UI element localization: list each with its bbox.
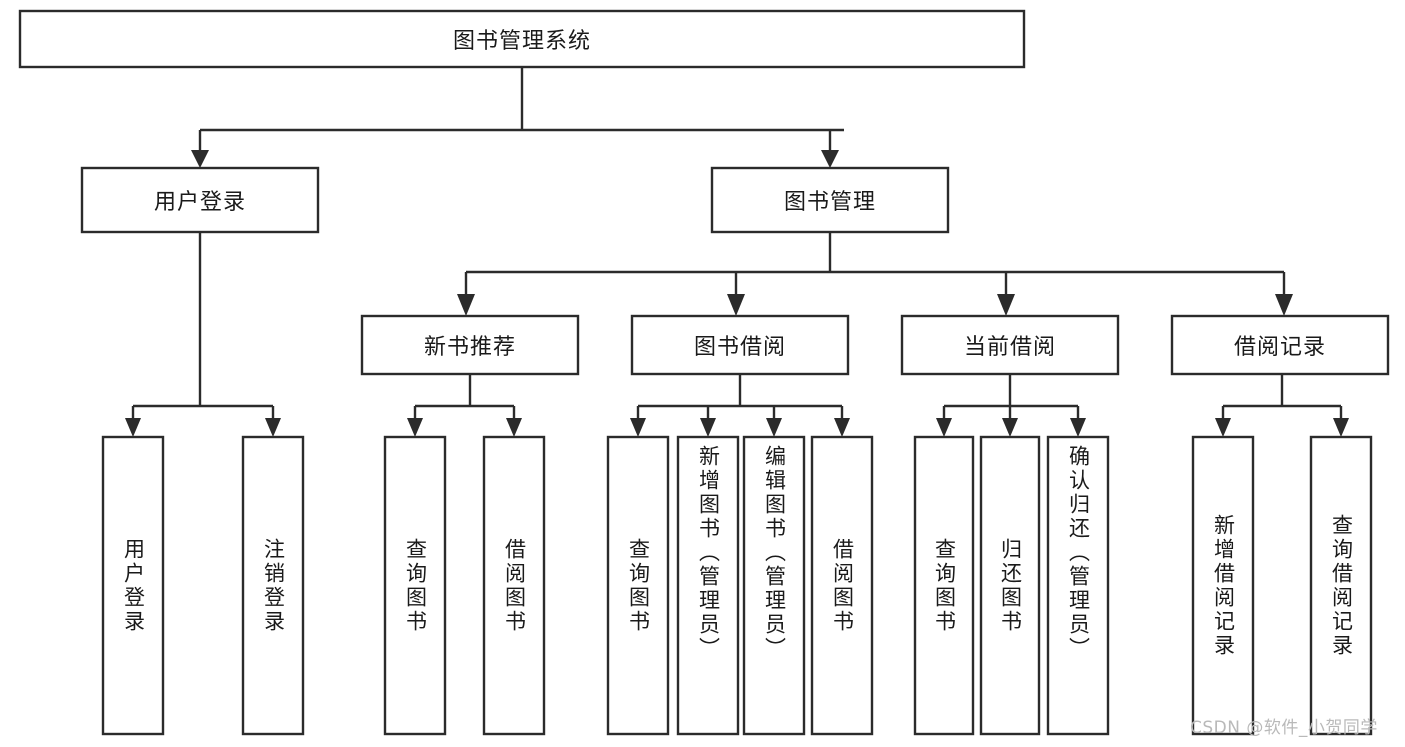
node-user-login[interactable]: [80, 166, 320, 234]
node-leaf-rec-add[interactable]: [1191, 435, 1255, 736]
edge-borrowrecord-to-leaves: [1215, 374, 1349, 437]
arrow-head-leaf-rec-query: [407, 418, 423, 437]
arrow-head-book-manage: [821, 150, 839, 168]
edge-newbookrec-to-leaves: [407, 374, 522, 437]
edge-bookborrow-to-leaves: [630, 374, 850, 437]
node-book-borrow[interactable]: [630, 314, 850, 376]
arrow-head-book-borrow: [727, 294, 745, 316]
node-leaf-user-login[interactable]: [101, 435, 165, 736]
node-leaf-rec-query[interactable]: [383, 435, 447, 736]
node-leaf-user-logout[interactable]: [241, 435, 305, 736]
arrow-head-current-borrow: [997, 294, 1015, 316]
node-leaf-borrow-query[interactable]: [606, 435, 670, 736]
edge-root-to-level2: [191, 67, 844, 168]
node-current-borrow[interactable]: [900, 314, 1120, 376]
node-borrow-record[interactable]: [1170, 314, 1390, 376]
edge-bookmanage-to-level3: [457, 232, 1293, 316]
node-leaf-borrow-edit[interactable]: [742, 435, 806, 736]
node-leaf-rec-query2[interactable]: [1309, 435, 1373, 736]
arrow-head-leaf-borrow-edit: [766, 418, 782, 437]
node-leaf-rec-borrow[interactable]: [482, 435, 546, 736]
edge-userlogin-to-leaves: [125, 232, 281, 437]
arrow-head-leaf-user-login: [125, 418, 141, 437]
arrow-head-leaf-cur-query: [936, 418, 952, 437]
node-leaf-cur-query[interactable]: [913, 435, 975, 736]
watermark-text: CSDN @软件_小贺同学: [1190, 718, 1378, 738]
node-root[interactable]: [18, 9, 1026, 69]
arrow-head-leaf-borrow-lend: [834, 418, 850, 437]
arrow-head-leaf-borrow-add: [700, 418, 716, 437]
arrow-head-new-book-rec: [457, 294, 475, 316]
arrow-head-user-login: [191, 150, 209, 168]
arrow-head-leaf-cur-return: [1002, 418, 1018, 437]
node-leaf-borrow-lend[interactable]: [810, 435, 874, 736]
arrow-head-leaf-cur-confirm: [1070, 418, 1086, 437]
node-leaf-borrow-add[interactable]: [676, 435, 740, 736]
arrow-head-leaf-borrow-query: [630, 418, 646, 437]
node-leaf-cur-return[interactable]: [979, 435, 1041, 736]
arrow-head-leaf-rec-add: [1215, 418, 1231, 437]
edge-currentborrow-to-leaves: [936, 374, 1086, 437]
arrow-head-leaf-rec-query2: [1333, 418, 1349, 437]
arrow-head-borrow-record: [1275, 294, 1293, 316]
node-new-book-rec[interactable]: [360, 314, 580, 376]
arrow-head-leaf-user-logout: [265, 418, 281, 437]
arrow-head-leaf-rec-borrow: [506, 418, 522, 437]
node-leaf-cur-confirm[interactable]: [1046, 435, 1110, 736]
node-book-manage[interactable]: [710, 166, 950, 234]
